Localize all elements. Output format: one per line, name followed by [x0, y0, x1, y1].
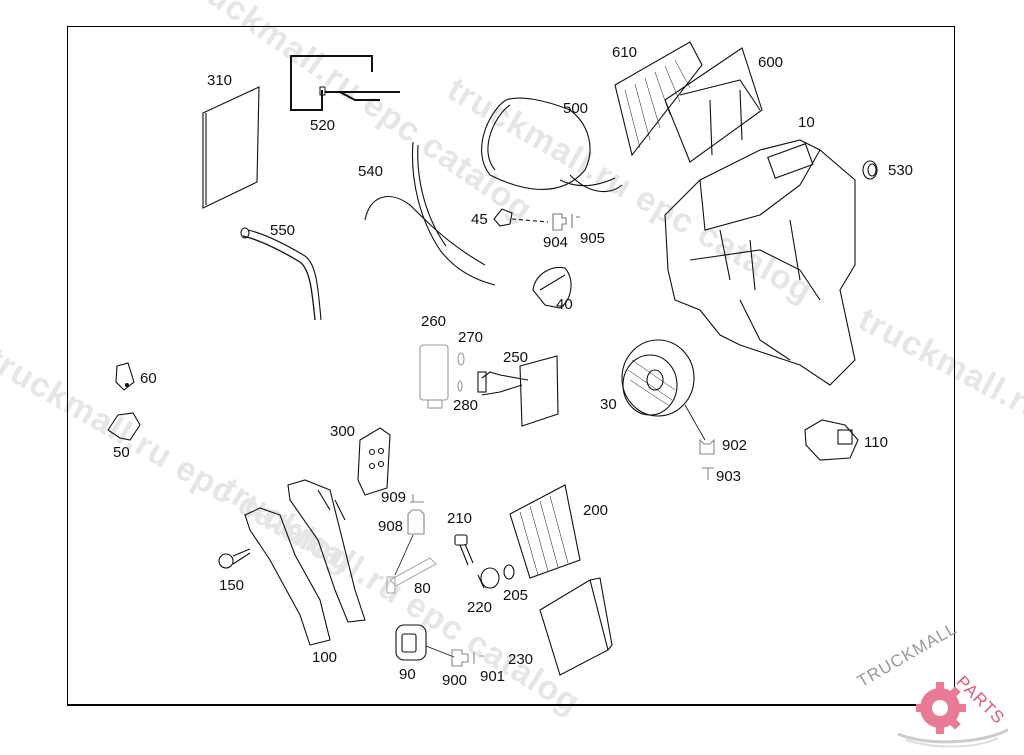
part-205-seal — [503, 564, 515, 580]
callout-908[interactable]: 908 — [378, 518, 404, 535]
callout-100[interactable]: 100 — [312, 649, 338, 666]
callout-903[interactable]: 903 — [716, 468, 742, 485]
callout-550[interactable]: 550 — [270, 222, 296, 239]
callout-90[interactable]: 90 — [399, 666, 416, 683]
gear-logo-icon — [897, 682, 1009, 748]
part-310-filter-panel — [202, 86, 260, 209]
callout-200[interactable]: 200 — [583, 502, 609, 519]
callout-300[interactable]: 300 — [330, 423, 356, 440]
part-40-flap-actuator — [532, 266, 572, 309]
callout-40[interactable]: 40 — [556, 296, 573, 313]
part-270-seal-ring — [457, 352, 465, 366]
part-904-connector — [552, 213, 567, 231]
callout-905[interactable]: 905 — [580, 230, 606, 247]
part-220-clamp — [477, 567, 500, 589]
part-30-blower-motor — [621, 339, 706, 441]
part-900-connector — [451, 649, 469, 667]
callout-500[interactable]: 500 — [563, 100, 589, 117]
callout-520[interactable]: 520 — [310, 117, 336, 134]
callout-260[interactable]: 260 — [421, 313, 447, 330]
truckmallparts-logo: TRUCKMALL PARTS — [854, 619, 1024, 750]
callout-220[interactable]: 220 — [467, 599, 493, 616]
part-902-connector — [699, 438, 715, 455]
part-600-filter-housing — [664, 47, 763, 163]
part-60-actuator — [115, 362, 135, 391]
part-908-connector — [394, 509, 425, 576]
part-520-wiring-lead — [290, 55, 400, 111]
callout-600[interactable]: 600 — [758, 54, 784, 71]
callout-230[interactable]: 230 — [508, 651, 534, 668]
callout-110[interactable]: 110 — [864, 434, 888, 451]
callout-900[interactable]: 900 — [442, 672, 468, 689]
part-280-seal-ring — [457, 380, 463, 392]
callout-902[interactable]: 902 — [722, 437, 748, 454]
part-80-temperature-sensor — [386, 557, 437, 594]
callout-10[interactable]: 10 — [798, 114, 815, 131]
callout-210[interactable]: 210 — [447, 510, 473, 527]
part-260-expansion-valve — [419, 344, 449, 409]
callout-610[interactable]: 610 — [612, 44, 638, 61]
callout-270[interactable]: 270 — [458, 329, 484, 346]
diagram-frame — [67, 26, 955, 706]
callout-205[interactable]: 205 — [503, 587, 529, 604]
part-530-grommet — [862, 160, 878, 180]
part-90-blower-regulator — [395, 624, 455, 661]
part-905-contact — [571, 214, 580, 228]
callout-150[interactable]: 150 — [219, 577, 245, 594]
part-500-wiring-harness — [481, 97, 623, 193]
part-550-hose — [240, 227, 322, 321]
callout-904[interactable]: 904 — [543, 234, 569, 251]
part-250-evaporator — [477, 355, 559, 427]
part-909-contact — [410, 494, 424, 503]
part-100-air-duct — [244, 479, 366, 646]
callout-310[interactable]: 310 — [207, 72, 233, 89]
callout-50[interactable]: 50 — [113, 444, 130, 461]
part-110-servo-motor — [804, 419, 859, 461]
callout-901[interactable]: 901 — [480, 668, 506, 685]
callout-909[interactable]: 909 — [381, 489, 407, 506]
callout-30[interactable]: 30 — [600, 396, 617, 413]
part-210-screw — [454, 534, 474, 566]
callout-45[interactable]: 45 — [471, 211, 488, 228]
part-50-actuator — [107, 412, 141, 441]
part-45-sensor — [493, 208, 549, 227]
part-610-cabin-filter — [614, 41, 703, 157]
part-901-contact — [473, 652, 484, 664]
part-540-wiring-harness — [364, 141, 496, 286]
callout-250[interactable]: 250 — [503, 349, 529, 366]
callout-60[interactable]: 60 — [140, 370, 157, 387]
part-300-gasket — [357, 427, 391, 496]
part-230-heat-exchanger — [539, 577, 613, 676]
part-200-heater-core — [509, 484, 581, 579]
part-903-contact — [702, 467, 714, 480]
callout-540[interactable]: 540 — [358, 163, 384, 180]
callout-530[interactable]: 530 — [888, 162, 914, 179]
part-150-screw — [218, 548, 251, 569]
part-10-hvac-housing — [664, 139, 856, 386]
callout-280[interactable]: 280 — [453, 397, 479, 414]
callout-80[interactable]: 80 — [414, 580, 431, 597]
